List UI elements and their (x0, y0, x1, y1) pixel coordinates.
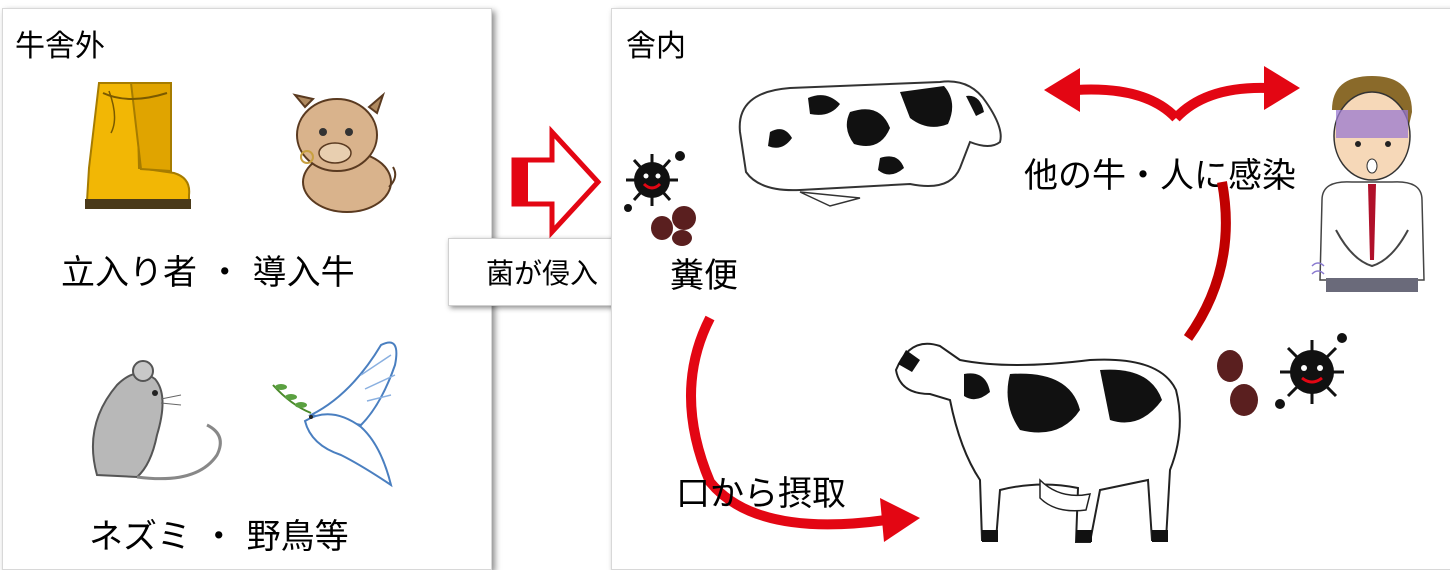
return-arrow-right-icon (1183, 181, 1231, 341)
rat-icon (91, 360, 222, 481)
standing-cow-icon (894, 342, 1181, 543)
ingestion-label: 口から摂取 (676, 474, 846, 514)
feces-icon-2 (1217, 350, 1258, 416)
sick-person-icon (1311, 76, 1425, 292)
infection-label: 他の牛・人に感染 (1024, 156, 1296, 196)
germ-icon-2 (1275, 333, 1347, 409)
infection-arrows-icon (1044, 66, 1300, 122)
invade-arrow-icon (511, 125, 602, 239)
outside-panel-title: 牛舎外 (15, 29, 105, 64)
feces-label: 糞便 (670, 256, 738, 296)
lying-cow-icon (738, 80, 1002, 207)
germ-icon (624, 151, 685, 212)
outside-caption-bottom: ネズミ ・ 野鳥等 (89, 517, 349, 557)
inside-panel-title: 舎内 (626, 29, 686, 64)
ingestion-arrow-icon (686, 315, 920, 542)
invade-label-box: 菌が侵入 (448, 238, 636, 306)
dove-icon (272, 341, 398, 488)
outside-caption-top: 立入り者 ・ 導入牛 (61, 253, 355, 293)
feces-icon (651, 206, 696, 246)
outside-barn-panel: 牛舎外 立入り者 ・ 導入牛 ネズミ (2, 8, 492, 570)
invade-label: 菌が侵入 (485, 257, 598, 290)
boot-icon (85, 82, 191, 209)
calf-icon (292, 91, 397, 213)
